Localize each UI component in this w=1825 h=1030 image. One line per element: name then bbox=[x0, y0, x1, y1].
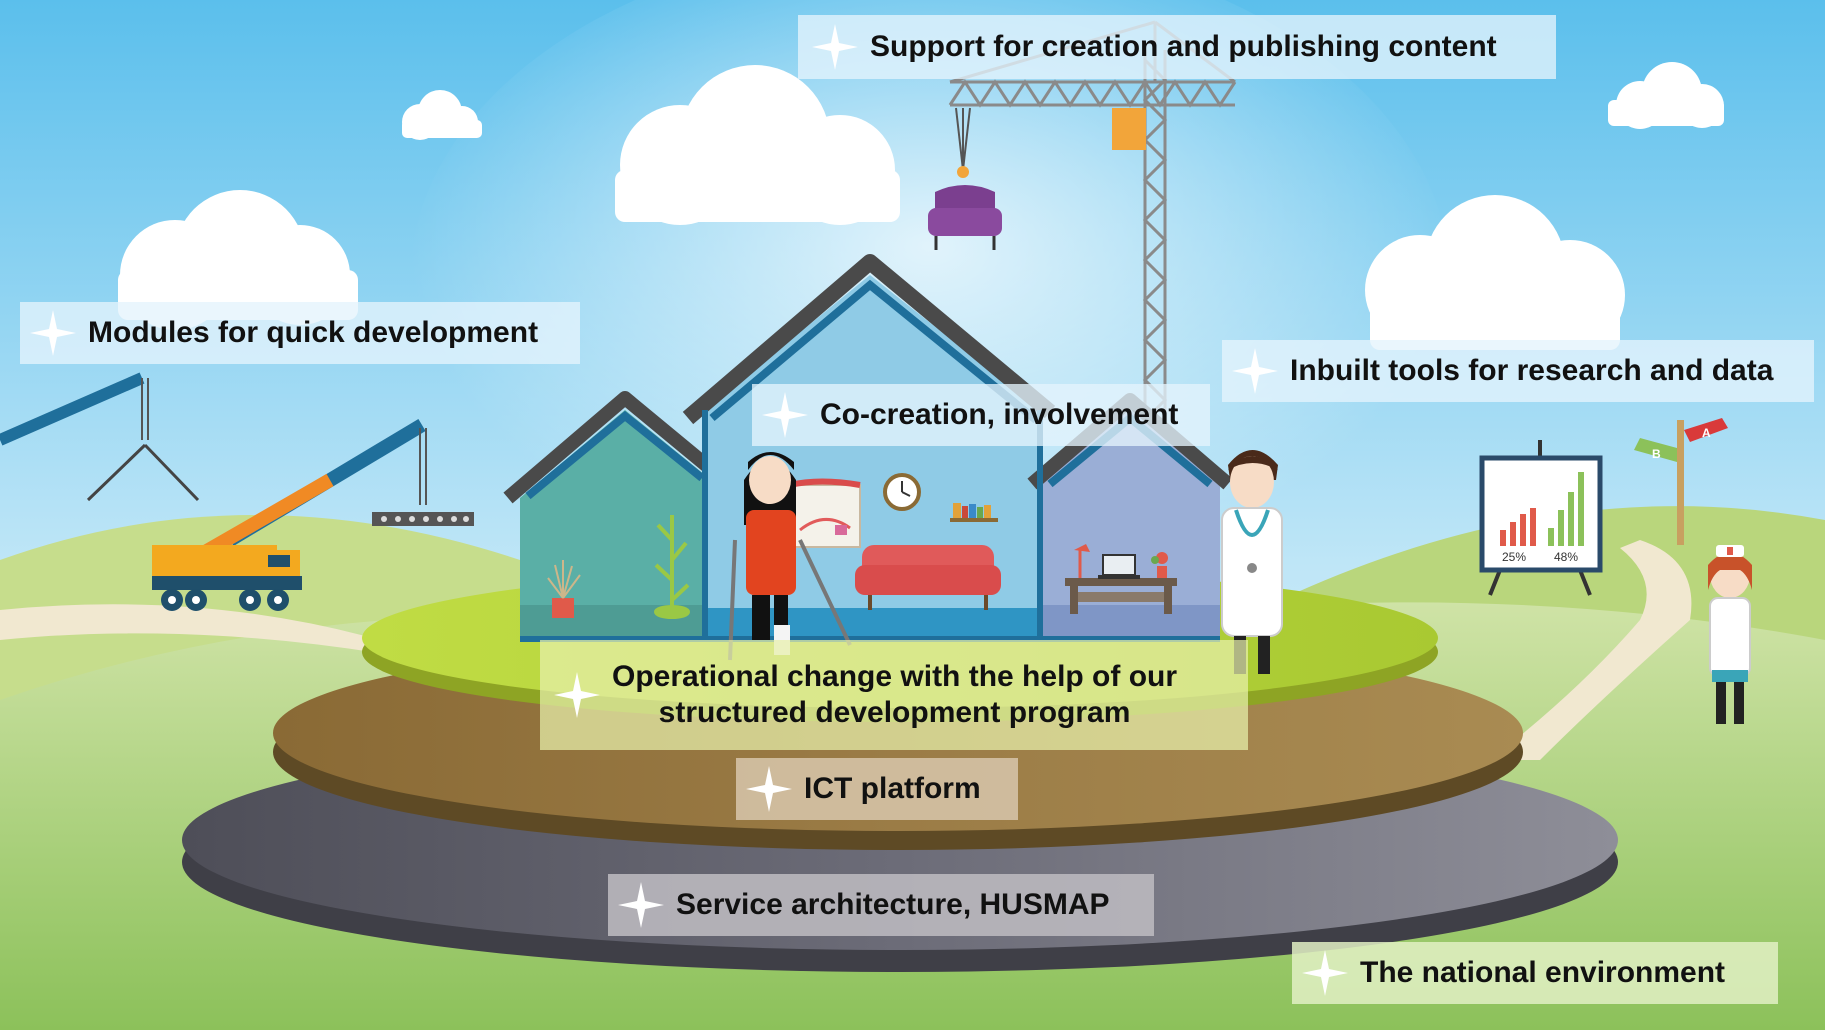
cloud-icon bbox=[1608, 62, 1724, 129]
sparkle-star-icon bbox=[762, 392, 808, 438]
lamp-icon bbox=[1074, 544, 1090, 578]
picture-frame-icon bbox=[789, 478, 861, 548]
clock-icon bbox=[883, 473, 921, 511]
label-text: Support for creation and publishing cont… bbox=[870, 30, 1497, 63]
bookshelf-icon bbox=[950, 503, 998, 522]
label-text: Inbuilt tools for research and data bbox=[1290, 354, 1774, 387]
label-text: Service architecture, HUSMAP bbox=[676, 888, 1110, 921]
signpost-icon: A B bbox=[1634, 418, 1728, 545]
nurse-icon bbox=[1708, 545, 1752, 724]
laptop-icon bbox=[1098, 554, 1140, 579]
desk-icon bbox=[1065, 578, 1177, 614]
label-text: ICT platform bbox=[804, 772, 981, 805]
tree-icon bbox=[654, 515, 690, 619]
sparkle-star-icon bbox=[812, 24, 858, 70]
label-ict-platform: ICT platform bbox=[736, 758, 1018, 820]
label-text: Modules for quick development bbox=[88, 316, 539, 349]
label-text: The national environment bbox=[1360, 956, 1726, 989]
easel-chart-icon: 25% 48% bbox=[1479, 440, 1603, 596]
chart-value-left: 25% bbox=[1502, 550, 1526, 564]
house-left bbox=[503, 391, 717, 640]
label-co-creation: Co-creation, involvement bbox=[752, 384, 1210, 446]
label-inbuilt-tools: Inbuilt tools for research and data bbox=[1222, 340, 1814, 402]
label-text-block: Operational change with the help of our … bbox=[612, 659, 1177, 731]
truck-crane-icon bbox=[152, 418, 474, 611]
label-service-architecture: Service architecture, HUSMAP bbox=[608, 874, 1154, 936]
flower-icon bbox=[1151, 552, 1168, 578]
label-line-1: Operational change with the help of our bbox=[612, 660, 1178, 693]
sparkle-star-icon bbox=[746, 766, 792, 812]
cloud-icon bbox=[402, 90, 482, 140]
cloud-icon bbox=[1365, 195, 1625, 350]
label-text: Co-creation, involvement bbox=[820, 398, 1179, 431]
label-support-content: Support for creation and publishing cont… bbox=[798, 15, 1556, 79]
chart-value-right: 48% bbox=[1554, 550, 1578, 564]
sparkle-star-icon bbox=[554, 672, 600, 718]
sign-b-label: B bbox=[1652, 447, 1661, 461]
sparkle-star-icon bbox=[1302, 950, 1348, 996]
path-road bbox=[1490, 540, 1692, 760]
plant-icon bbox=[547, 560, 581, 618]
crane-arm bbox=[0, 372, 200, 502]
cloud-icon bbox=[615, 65, 900, 225]
sparkle-star-icon bbox=[30, 310, 76, 356]
person-with-crutches bbox=[728, 452, 852, 661]
path-road bbox=[0, 604, 420, 660]
sign-a-label: A bbox=[1702, 426, 1711, 440]
label-national-environment: The national environment bbox=[1292, 942, 1778, 1004]
label-line-2: structured development program bbox=[658, 696, 1131, 729]
label-modules: Modules for quick development bbox=[20, 302, 580, 364]
sofa-icon bbox=[855, 545, 1001, 610]
sparkle-star-icon bbox=[618, 882, 664, 928]
sparkle-star-icon bbox=[1232, 348, 1278, 394]
armchair-icon bbox=[928, 185, 1002, 250]
label-operational-change: Operational change with the help of our … bbox=[540, 640, 1248, 750]
